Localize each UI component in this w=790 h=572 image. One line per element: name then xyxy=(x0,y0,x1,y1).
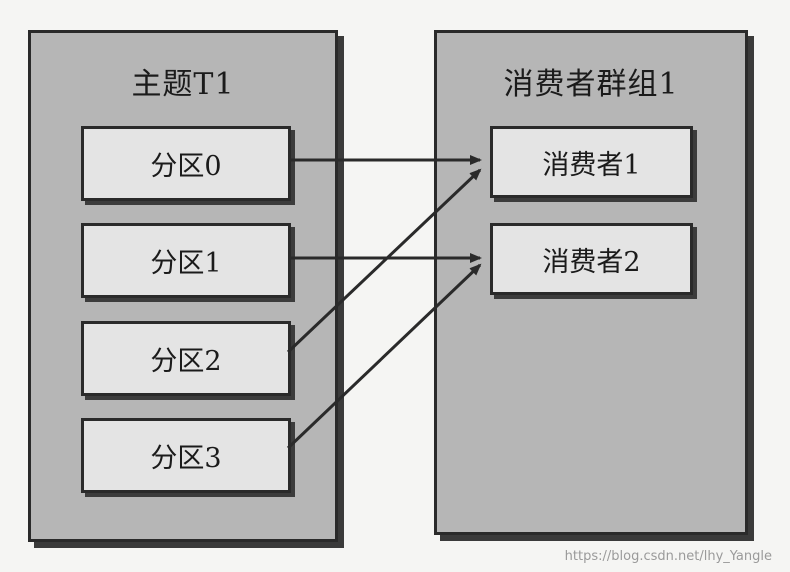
watermark-text: https://blog.csdn.net/lhy_Yangle xyxy=(564,549,772,564)
topic-container: 主题T1 分区0 分区1 分区2 分区3 xyxy=(28,30,338,542)
consumer-group-title: 消费者群组1 xyxy=(503,67,679,102)
partition-2-box: 分区2 xyxy=(81,321,291,396)
partition-1-box: 分区1 xyxy=(81,223,291,298)
partition-0-box: 分区0 xyxy=(81,126,291,201)
consumer-1-box: 消费者1 xyxy=(490,126,693,198)
topic-title: 主题T1 xyxy=(131,67,235,102)
consumer-group-container: 消费者群组1 消费者1 消费者2 xyxy=(434,30,748,535)
partition-3-box: 分区3 xyxy=(81,418,291,493)
consumer-2-box: 消费者2 xyxy=(490,223,693,295)
